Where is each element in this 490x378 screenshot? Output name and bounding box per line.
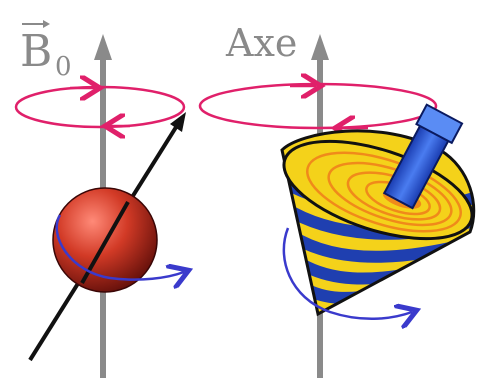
spin-arrow-left xyxy=(55,214,184,280)
axis-label: Axe xyxy=(226,21,298,65)
spin-arrow-right xyxy=(282,227,412,319)
field-symbol: B xyxy=(20,26,53,77)
precession-ellipse-left xyxy=(14,87,186,127)
precession-ellipse-right xyxy=(198,84,438,128)
field-subscript: 0 xyxy=(55,52,72,82)
field-label: B 0 xyxy=(10,18,80,82)
vector-arrow-icon xyxy=(22,20,50,28)
